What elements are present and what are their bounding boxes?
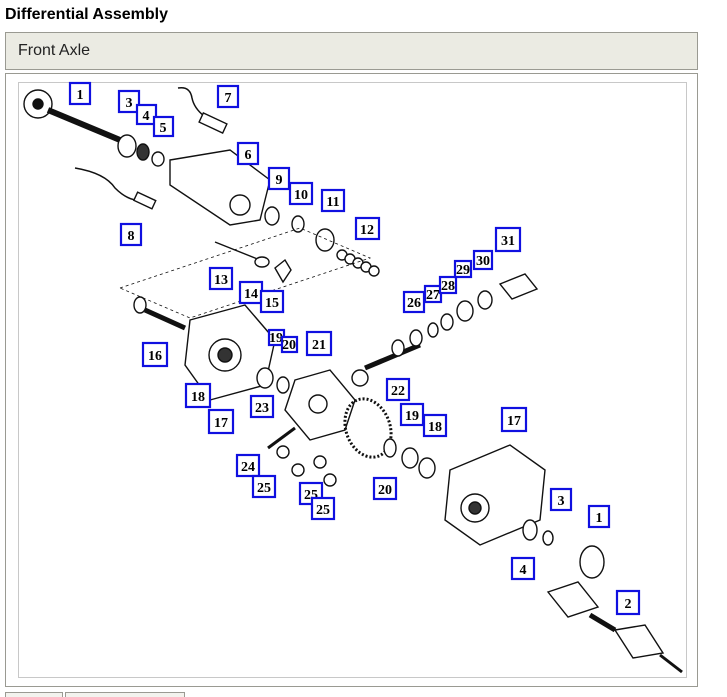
svg-text:3: 3 <box>126 96 133 111</box>
svg-text:6: 6 <box>245 148 252 163</box>
callout-7[interactable]: 7 <box>216 84 240 109</box>
bearings-9-12 <box>264 206 380 277</box>
callout-27[interactable]: 27 <box>423 284 443 304</box>
callout-20[interactable]: 20 <box>280 335 299 354</box>
axle-shaft-upper <box>23 89 122 143</box>
svg-text:15: 15 <box>265 296 279 311</box>
bottom-tab-1[interactable] <box>5 692 63 697</box>
callout-5[interactable]: 5 <box>152 115 175 138</box>
callout-6[interactable]: 6 <box>236 141 260 166</box>
callout-1-right[interactable]: 1 <box>587 504 611 529</box>
svg-text:9: 9 <box>276 173 283 188</box>
callout-1[interactable]: 1 <box>68 81 92 106</box>
callout-18[interactable]: 18 <box>184 382 212 409</box>
ring-gear <box>343 397 393 459</box>
callout-18-right[interactable]: 18 <box>422 413 448 438</box>
svg-text:24: 24 <box>241 460 255 475</box>
svg-text:2: 2 <box>625 597 632 612</box>
svg-text:19: 19 <box>405 409 419 424</box>
carrier-housing-left <box>184 304 290 401</box>
callout-4-right[interactable]: 4 <box>510 556 536 581</box>
svg-text:25: 25 <box>316 503 330 518</box>
callout-25-c[interactable]: 25 <box>310 496 336 521</box>
svg-text:4: 4 <box>520 563 527 578</box>
callout-12[interactable]: 12 <box>354 216 381 241</box>
svg-text:17: 17 <box>214 416 228 431</box>
callout-9[interactable]: 9 <box>267 166 291 191</box>
callout-17-right[interactable]: 17 <box>500 406 528 433</box>
svg-text:25: 25 <box>257 481 271 496</box>
callout-3[interactable]: 3 <box>117 89 141 114</box>
svg-text:14: 14 <box>244 287 258 302</box>
svg-text:22: 22 <box>391 384 405 399</box>
svg-text:29: 29 <box>456 263 470 278</box>
callout-25-a[interactable]: 25 <box>251 474 277 499</box>
callout-28[interactable]: 28 <box>438 275 458 295</box>
svg-text:21: 21 <box>312 338 326 353</box>
svg-text:16: 16 <box>148 349 162 364</box>
callout-23[interactable]: 23 <box>249 394 275 419</box>
seal-and-bearings-upper <box>117 134 165 167</box>
svg-text:17: 17 <box>507 414 521 429</box>
callout-10[interactable]: 10 <box>288 181 314 206</box>
callout-13[interactable]: 13 <box>208 266 234 291</box>
pinion-shaft <box>364 273 539 371</box>
section-header-front-axle[interactable]: Front Axle <box>5 32 698 70</box>
svg-text:26: 26 <box>407 296 421 311</box>
svg-text:13: 13 <box>214 273 228 288</box>
section-label: Front Axle <box>18 42 91 59</box>
svg-text:1: 1 <box>596 511 603 526</box>
svg-text:1: 1 <box>77 88 84 103</box>
shift-mechanism <box>118 227 372 319</box>
differential-case <box>284 369 369 441</box>
bearings-18-20 <box>383 438 436 479</box>
svg-text:18: 18 <box>428 420 442 435</box>
callout-11[interactable]: 11 <box>320 188 346 213</box>
svg-text:12: 12 <box>360 223 374 238</box>
svg-text:31: 31 <box>501 234 515 249</box>
callout-30[interactable]: 30 <box>472 249 494 271</box>
svg-text:8: 8 <box>128 229 135 244</box>
callout-2[interactable]: 2 <box>615 589 641 616</box>
callout-22[interactable]: 22 <box>385 377 411 402</box>
svg-text:30: 30 <box>476 254 490 269</box>
svg-text:5: 5 <box>160 121 167 136</box>
svg-text:20: 20 <box>282 338 296 353</box>
callout-29[interactable]: 29 <box>453 259 473 279</box>
svg-text:18: 18 <box>191 390 205 405</box>
sensor-with-cable-lower <box>74 167 157 210</box>
svg-text:3: 3 <box>558 494 565 509</box>
cv-axle-shaft <box>546 581 683 674</box>
svg-text:27: 27 <box>426 288 440 303</box>
side-gears-and-pins <box>267 426 337 487</box>
callout-17[interactable]: 17 <box>207 408 235 435</box>
axle-tube-housing <box>169 149 271 226</box>
svg-text:10: 10 <box>294 188 308 203</box>
callout-26[interactable]: 26 <box>402 290 426 314</box>
svg-text:7: 7 <box>225 91 232 106</box>
page-title: Differential Assembly <box>5 6 169 23</box>
svg-text:23: 23 <box>255 401 269 416</box>
svg-text:11: 11 <box>326 195 339 210</box>
callout-14[interactable]: 14 <box>238 280 264 305</box>
callout-21[interactable]: 21 <box>305 330 333 357</box>
callout-3-right[interactable]: 3 <box>549 487 573 512</box>
sensor-with-cable-upper <box>177 86 228 134</box>
callout-8[interactable]: 8 <box>119 222 143 247</box>
svg-text:20: 20 <box>378 483 392 498</box>
callout-20-right[interactable]: 20 <box>372 476 398 501</box>
svg-text:4: 4 <box>143 109 150 124</box>
callout-15[interactable]: 15 <box>259 289 285 314</box>
callout-4[interactable]: 4 <box>135 103 158 126</box>
input-shaft-16 <box>133 296 187 331</box>
svg-text:28: 28 <box>441 279 455 294</box>
callout-31[interactable]: 31 <box>494 226 522 253</box>
callout-24[interactable]: 24 <box>235 453 261 478</box>
callout-19-right[interactable]: 19 <box>399 402 425 427</box>
callout-16[interactable]: 16 <box>141 341 169 368</box>
carrier-housing-right <box>444 444 605 579</box>
bottom-tab-2[interactable] <box>65 692 185 697</box>
svg-text:19: 19 <box>269 331 283 346</box>
